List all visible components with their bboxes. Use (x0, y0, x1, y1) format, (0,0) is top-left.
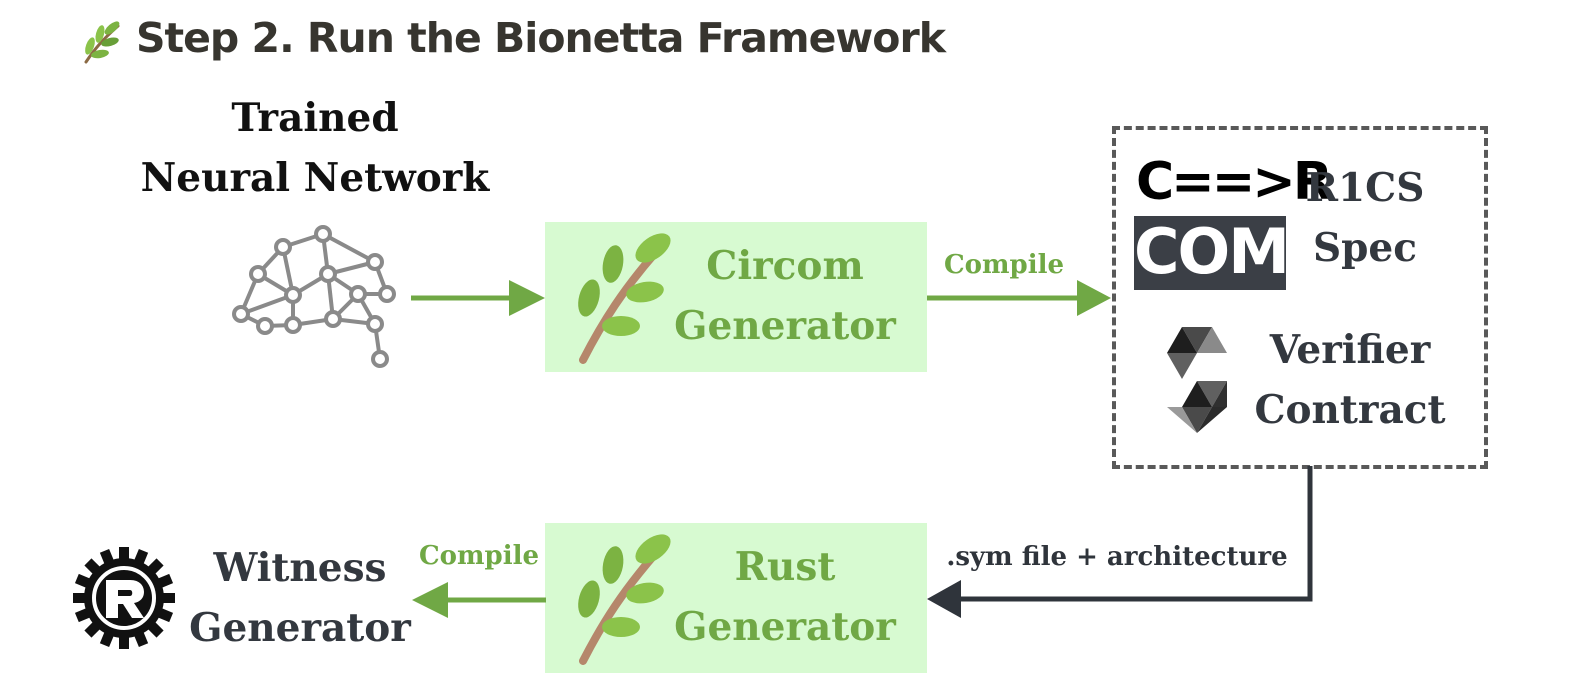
circom-logo-bottom-box: COM (1134, 215, 1290, 290)
compile-label-bottom: Compile (418, 541, 540, 571)
solidity-icon (1167, 327, 1227, 433)
sprout-icon (578, 233, 671, 364)
arrow-outputs-to-rust (927, 466, 1313, 618)
arrow-nn-to-circom (411, 280, 545, 316)
page-title: Step 2. Run the Bionetta Framework (136, 14, 946, 62)
sprout-icon (578, 534, 671, 665)
rust-generator-box (545, 523, 927, 673)
circom-generator-label-line1: Circom (706, 243, 864, 289)
verifier-contract-label-line1: Verifier (1269, 327, 1431, 373)
witness-generator-label-line1: Witness (213, 545, 387, 591)
witness-generator-label-line2: Generator (189, 605, 411, 651)
brain-network-icon (232, 225, 396, 368)
circom-generator-label-line2: Generator (674, 303, 896, 349)
arrow-circom-to-outputs (927, 280, 1111, 316)
circom-logo-top: C==>R (1136, 152, 1333, 212)
compile-label-top: Compile (943, 250, 1065, 280)
r1cs-label-line2: Spec (1313, 225, 1417, 271)
neural-network-label-line2: Neural Network (140, 155, 490, 201)
sym-file-label: .sym file + architecture (946, 542, 1288, 572)
circom-generator-box (545, 222, 927, 372)
verifier-contract-label-line2: Contract (1254, 387, 1446, 433)
rust-generator-label-line2: Generator (674, 604, 896, 650)
rust-generator-label-line1: Rust (734, 544, 836, 590)
circom-logo: C==>R COM (1134, 148, 1333, 290)
outputs-group (1112, 126, 1488, 469)
neural-network-label-line1: Trained (231, 95, 399, 141)
rust-gear-icon (73, 547, 175, 649)
arrow-rust-to-witness (412, 582, 546, 618)
r1cs-label-line1: R1CS (1305, 165, 1425, 211)
circom-logo-bottom: COM (1134, 215, 1290, 288)
herb-icon (84, 21, 120, 64)
